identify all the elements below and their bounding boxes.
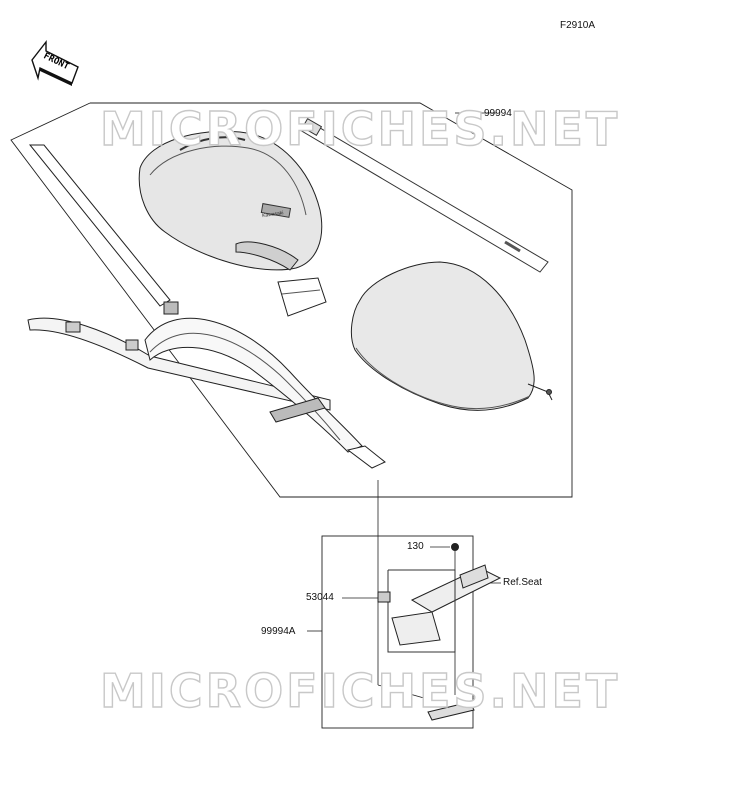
figure-code: F2910A — [560, 20, 596, 31]
callout-ref-seat: Ref.Seat — [503, 577, 542, 588]
watermark-top: MICROFICHES.NET — [99, 101, 621, 156]
tank-bag-logo: Kawasaki — [262, 210, 284, 219]
callout-bolt: 130 — [407, 541, 424, 552]
callout-kit-sub: 99994A — [261, 626, 296, 637]
callout-collar: 53044 — [306, 592, 334, 603]
subkit-box — [321, 535, 474, 729]
callout-kit-main: 99994 — [484, 108, 512, 119]
collar-icon — [377, 591, 391, 603]
front-arrow-icon: FRONT — [31, 39, 79, 86]
seat-bracket — [377, 543, 502, 721]
strap — [298, 117, 549, 273]
seat-cover — [350, 261, 553, 411]
tank-harness — [27, 144, 386, 469]
watermark-bottom: MICROFICHES.NET — [99, 663, 621, 718]
bolt-icon — [451, 543, 459, 551]
kit-outline — [10, 102, 573, 498]
tank-bag — [138, 130, 327, 317]
